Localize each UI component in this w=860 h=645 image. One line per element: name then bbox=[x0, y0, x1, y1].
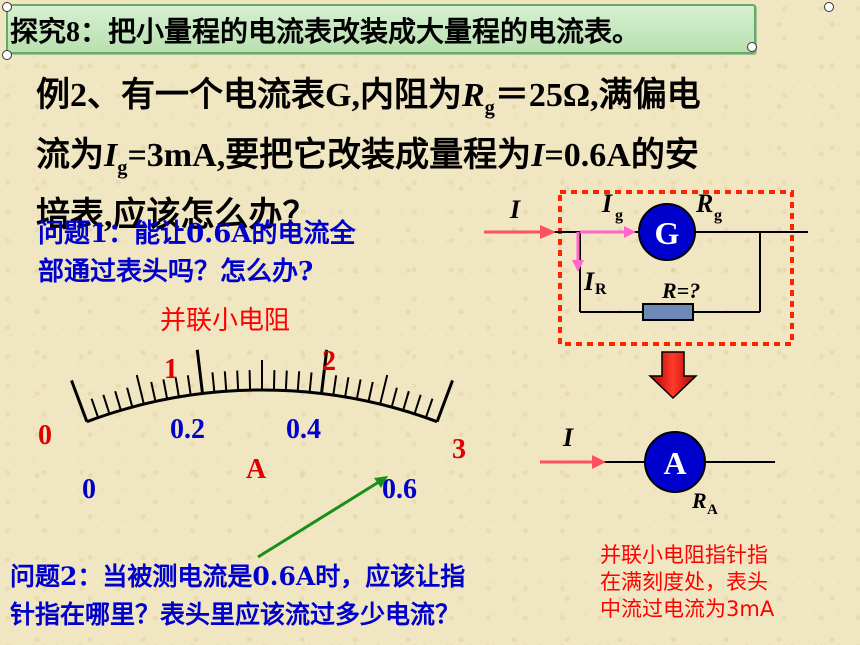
r-label: R=? bbox=[661, 278, 700, 303]
unit-label: A bbox=[246, 454, 267, 485]
meter-tick bbox=[126, 387, 134, 408]
bottom-label-0.4: 0.4 bbox=[286, 414, 321, 445]
top-zero-label: 0 bbox=[38, 420, 52, 451]
meter-tick bbox=[195, 349, 204, 394]
meter-tick bbox=[390, 387, 398, 408]
meter-tick bbox=[320, 349, 329, 394]
meter-tick bbox=[402, 390, 410, 411]
answer-line: 中流过电流为3mA bbox=[600, 597, 775, 621]
variable-r: R bbox=[461, 77, 485, 114]
meter-tick bbox=[332, 375, 338, 396]
bottom-label-0.2: 0.2 bbox=[170, 414, 205, 445]
answer-line: 在满刻度处，表头 bbox=[600, 570, 768, 594]
example-text: =3mA,要把它改装成量程为 bbox=[127, 136, 532, 174]
rg-subscript: g bbox=[714, 207, 722, 224]
meter-tick bbox=[70, 379, 89, 423]
meter-tick bbox=[344, 377, 350, 398]
question-1-line: 部通过表头吗？怎么办? bbox=[38, 257, 314, 287]
answer-line: 并联小电阻指针指 bbox=[600, 543, 768, 567]
ammeter-icon bbox=[644, 431, 706, 493]
meter-tick bbox=[367, 381, 374, 402]
meter-tick bbox=[90, 398, 100, 418]
meter-tick bbox=[435, 379, 454, 423]
current-arrowhead-2 bbox=[592, 455, 606, 469]
shunt-resistor bbox=[642, 303, 694, 321]
meter-tick bbox=[424, 398, 434, 418]
ra-subscript: A bbox=[707, 502, 718, 518]
ir-subscript: R bbox=[595, 281, 607, 298]
question-2: 问题2：当被测电流是0.6A时，应该让指 针指在哪里？表头里应该流过多少电流？ bbox=[10, 558, 465, 634]
example-problem: 例2、有一个电流表G,内阻为Rg＝25Ω,满偏电 流为Ig=3mA,要把它改装成… bbox=[36, 72, 796, 240]
subscript: g bbox=[117, 156, 128, 179]
current-arrowhead bbox=[540, 225, 556, 239]
meter-tick bbox=[236, 370, 240, 391]
example-text: =0.6A的安 bbox=[544, 136, 699, 174]
hint-text: 并联小电阻 bbox=[160, 306, 291, 336]
meter-tick bbox=[308, 372, 313, 393]
meter-tick bbox=[135, 374, 145, 405]
scroll-dot-icon bbox=[747, 42, 757, 52]
galvanometer-label: G bbox=[655, 215, 680, 251]
answer-text: 并联小电阻指针指 在满刻度处，表头 中流过电流为3mA bbox=[600, 542, 860, 623]
current-label: I bbox=[509, 195, 521, 224]
bottom-label-0.6: 0.6 bbox=[382, 474, 417, 505]
variable-i: I bbox=[104, 136, 118, 174]
question-1: 问题1：能让0.6A的电流全 部通过表头吗？怎么办? bbox=[38, 215, 356, 291]
current-label-2: I bbox=[562, 423, 574, 452]
pointer-arrow bbox=[257, 478, 383, 559]
meter-tick bbox=[284, 370, 288, 391]
top-label-2: 2 bbox=[322, 346, 336, 377]
meter-tick bbox=[114, 390, 122, 411]
meter-tick bbox=[223, 371, 228, 392]
meter-tick bbox=[102, 394, 111, 415]
top-label-1: 1 bbox=[164, 354, 178, 385]
ir-label: I bbox=[583, 267, 595, 296]
meter-tick bbox=[413, 394, 422, 415]
variable-i: I bbox=[531, 136, 545, 174]
example-text: 例2、有一个电流表G,内阻为 bbox=[36, 77, 462, 114]
ammeter-label: A bbox=[663, 445, 686, 481]
top-label-3: 3 bbox=[452, 434, 466, 465]
meter-arc bbox=[86, 388, 438, 424]
page-title: 探究8：把小量程的电流表改装成大量程的电流表。 bbox=[10, 17, 641, 48]
example-text: 培表,应该怎么办？ bbox=[36, 196, 317, 234]
ig-subscript: g bbox=[615, 207, 623, 224]
transform-arrow-icon bbox=[648, 351, 698, 400]
ra-label: R bbox=[691, 488, 707, 513]
galvanometer-icon bbox=[638, 203, 696, 261]
meter-tick bbox=[150, 381, 157, 402]
meter-tick bbox=[162, 379, 169, 400]
branch-arrowhead-r bbox=[572, 260, 584, 272]
question-2-line: 问题2：当被测电流是0.6A时，应该让指 bbox=[10, 562, 466, 591]
meter-tick bbox=[355, 379, 362, 400]
meter-tick bbox=[296, 371, 301, 392]
scroll-dot-icon bbox=[824, 2, 834, 12]
branch-arrowhead-g bbox=[624, 226, 636, 238]
question-1-line: 问题1：能让0.6A的电流全 bbox=[38, 219, 356, 249]
question-2-line: 针指在哪里？表头里应该流过多少电流？ bbox=[10, 600, 461, 629]
title-banner bbox=[6, 4, 756, 54]
meter-scale bbox=[70, 349, 454, 424]
meter-tick bbox=[379, 374, 389, 405]
subscript: g bbox=[484, 96, 495, 119]
meter-tick bbox=[174, 377, 180, 398]
rg-label: R bbox=[695, 189, 713, 218]
ig-label: I bbox=[601, 189, 613, 218]
dashed-box bbox=[558, 190, 794, 346]
example-text: 流为 bbox=[36, 136, 104, 174]
meter-tick bbox=[186, 375, 192, 396]
bottom-zero-label: 0 bbox=[82, 474, 96, 505]
scroll-dot-icon bbox=[2, 2, 12, 12]
pointer-arrowhead bbox=[374, 476, 388, 488]
example-text: ＝25Ω,满偏电 bbox=[494, 77, 701, 114]
meter-tick bbox=[211, 372, 216, 393]
scroll-dot-icon bbox=[2, 50, 12, 60]
